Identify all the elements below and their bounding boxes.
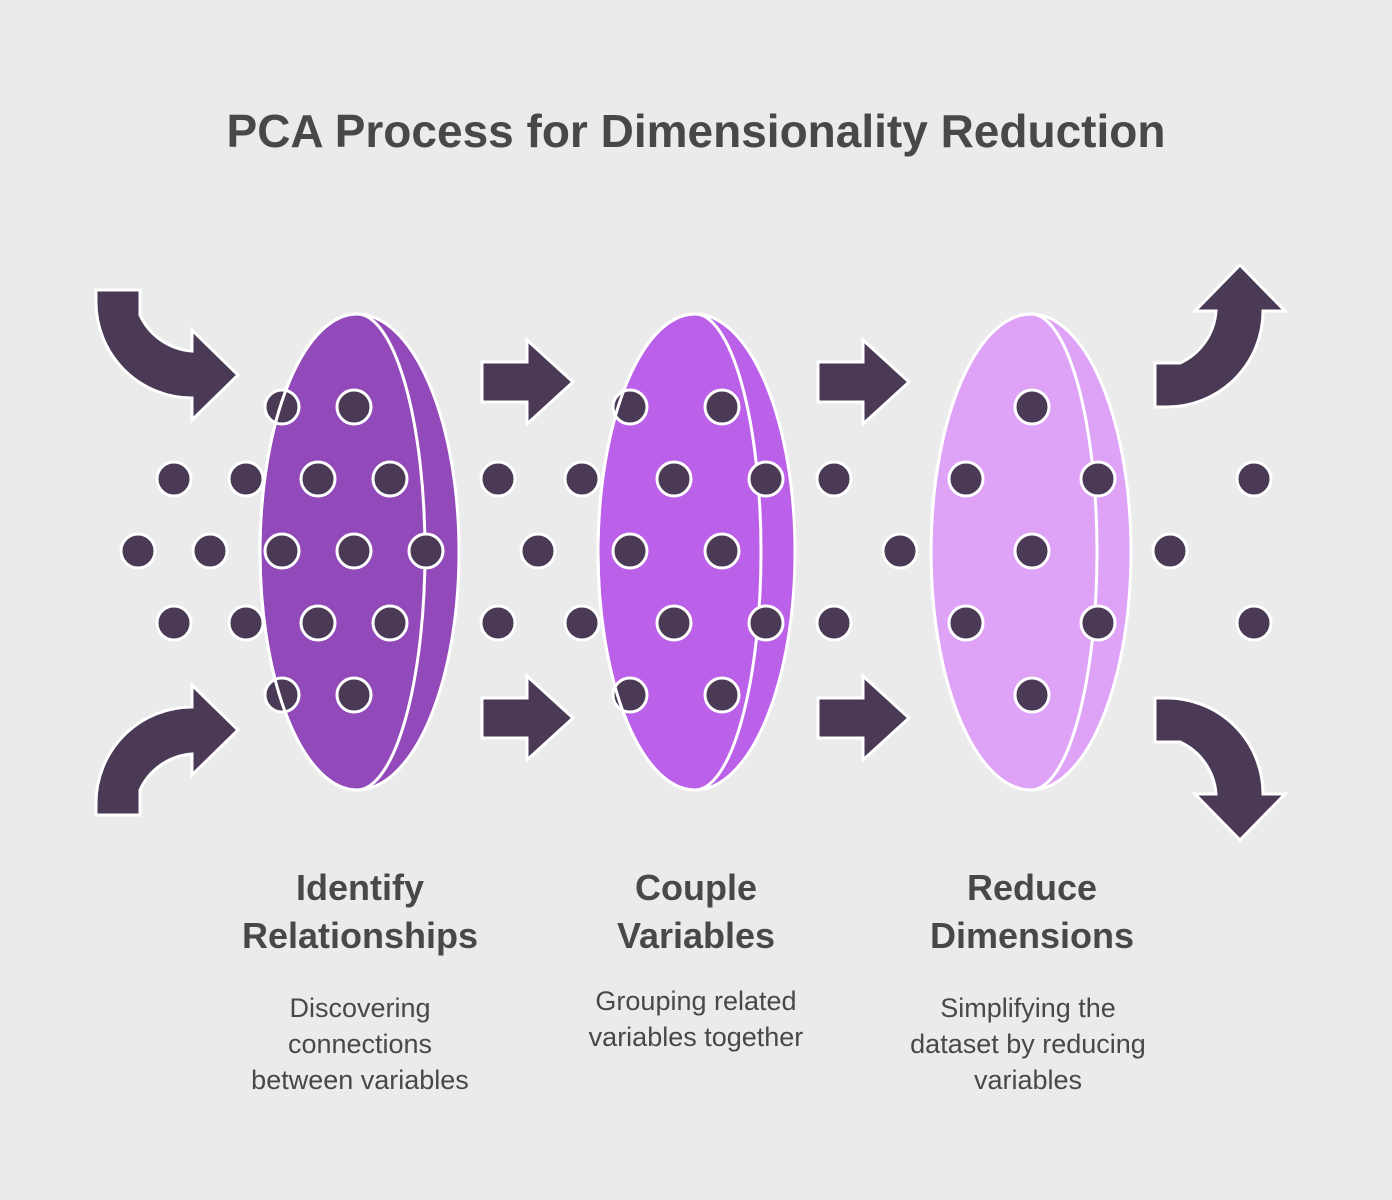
curved-arrow-out-top-icon [1153, 263, 1287, 409]
step-2-title-line: Couple [635, 867, 757, 908]
data-point [611, 532, 649, 570]
data-point [747, 460, 785, 498]
flow-arrow-icon [480, 674, 575, 762]
data-point [155, 604, 193, 642]
data-point [263, 388, 301, 426]
ring-front-arcs [258, 312, 1032, 792]
step-1-title-line: Identify [295, 867, 424, 908]
page-title: PCA Process for Dimensionality Reduction [226, 105, 1166, 157]
data-point [479, 460, 517, 498]
data-point [703, 676, 741, 714]
data-point [299, 604, 337, 642]
data-points [119, 388, 1273, 714]
data-point [655, 460, 693, 498]
data-point [191, 532, 229, 570]
ring-step-1-front-arc [258, 312, 358, 792]
data-point [335, 532, 373, 570]
data-point [563, 460, 601, 498]
step-1-title-line: Relationships [241, 915, 479, 956]
data-point [655, 604, 693, 642]
curved-arrow-in-top-icon [94, 288, 240, 422]
flow-arrow-icon [816, 338, 911, 426]
data-point [703, 388, 741, 426]
step-2-description: Grouping related variables together [536, 983, 856, 1055]
data-point [519, 532, 557, 570]
flow-arrow-icon [480, 338, 575, 426]
step-3-description-line: variables [973, 1065, 1083, 1095]
data-point [563, 604, 601, 642]
data-point [1079, 460, 1117, 498]
data-point [263, 676, 301, 714]
step-3-title-line: Reduce [966, 867, 1098, 908]
data-point [947, 604, 985, 642]
step-3-description-line: dataset by reducing [910, 1029, 1146, 1059]
step-1-title: Identify Relationships [190, 864, 530, 960]
step-1-description-line: connections [287, 1029, 433, 1059]
step-3-description: Simplifying the dataset by reducing vari… [868, 990, 1188, 1098]
flow-arrow-icon [816, 674, 911, 762]
data-point [335, 388, 373, 426]
data-point [1013, 676, 1051, 714]
step-2-description-line: variables together [588, 1022, 804, 1052]
data-point [1151, 532, 1189, 570]
data-point [815, 460, 853, 498]
data-point [881, 532, 919, 570]
data-point [227, 604, 265, 642]
data-point [1235, 460, 1273, 498]
data-point [119, 532, 157, 570]
data-point [335, 676, 373, 714]
step-1-description-line: between variables [251, 1065, 469, 1095]
curved-arrow-out-bottom-icon [1153, 696, 1287, 842]
data-point [155, 460, 193, 498]
data-point [947, 460, 985, 498]
data-point [1013, 388, 1051, 426]
data-point [479, 604, 517, 642]
step-3-title: Reduce Dimensions [862, 864, 1202, 960]
ring-step-3-front-arc [929, 312, 1032, 792]
data-point [1235, 604, 1273, 642]
data-point [1013, 532, 1051, 570]
data-point [1079, 604, 1117, 642]
data-point [371, 604, 409, 642]
step-3-description-line: Simplifying the [940, 993, 1116, 1023]
step-2-title: Couple Variables [526, 864, 866, 960]
step-2-title-line: Variables [616, 915, 776, 956]
curved-arrow-in-bottom-icon [94, 683, 240, 817]
data-point [227, 460, 265, 498]
data-point [747, 604, 785, 642]
ring-step-2-front-arc [596, 312, 696, 792]
data-point [371, 460, 409, 498]
data-point [703, 532, 741, 570]
data-point [263, 532, 301, 570]
step-2-description-line: Grouping related [595, 986, 797, 1016]
step-3-title-line: Dimensions [929, 915, 1135, 956]
step-1-description: Discovering connections between variable… [200, 990, 520, 1098]
data-point [815, 604, 853, 642]
data-point [407, 532, 445, 570]
data-point [299, 460, 337, 498]
step-1-description-line: Discovering [289, 993, 431, 1023]
